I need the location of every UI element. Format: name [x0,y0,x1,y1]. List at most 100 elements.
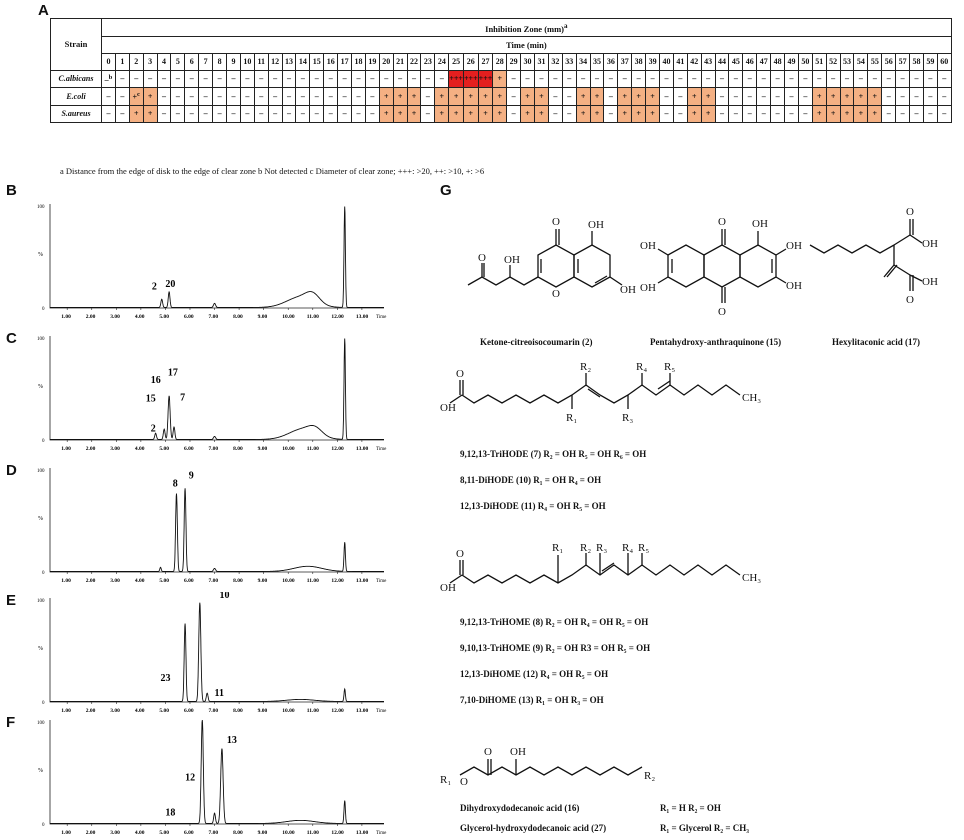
table-footnote: a Distance from the edge of disk to the … [60,166,485,176]
axis-line [49,598,384,703]
time-header-cell: 13 [281,52,297,71]
inhibition-cell: + [645,105,661,124]
peak-label: 20 [165,279,175,290]
inhibition-cell: + [867,105,883,124]
atom-o: O [906,206,914,218]
peak-label: 23 [161,673,171,684]
x-tick-label: 7.00 [209,314,219,320]
home-9: 9,10,13-TriHOME (9) R₂ = OH R3 = OH R₅ =… [460,643,650,653]
x-tick-label: 10.00 [282,708,295,714]
y-top-label: 100 [37,721,45,726]
inhibition-cell: – [589,69,605,89]
inhibition-cell: – [714,105,730,124]
inhibition-cell: – [700,69,716,89]
inhibition-cell: + [839,87,855,107]
inhibition-cell: + [492,69,508,89]
x-tick-label: 3.00 [110,314,120,320]
x-tick-label: 11.00 [307,446,319,452]
atom-r5: R₅ [664,361,675,373]
x-tick-label: 3.00 [110,830,120,836]
time-header-cell: 59 [922,52,938,71]
y-unit-label: % [38,252,43,258]
x-tick-label: 5.00 [159,314,169,320]
time-header-cell: 50 [797,52,813,71]
inhibition-cell: + [406,87,422,107]
inhibition-cell: – [909,87,924,107]
inhibition-cell: + [853,87,869,107]
x-tick-label: 8.00 [233,446,243,452]
inhibition-cell: – [547,105,563,124]
inhibition-cell: – [226,87,241,107]
atom-oh: OH [640,240,656,252]
time-header-cell: 5 [170,52,186,71]
peak-label: 8 [173,479,178,490]
x-tick-label: 11.00 [307,578,319,584]
inhibition-cell: – [784,87,799,107]
home-12: 12,13-DiHOME (12) R₄ = OH R₅ = OH [460,669,608,679]
inhibition-cell: – [909,105,924,124]
time-header-cell: 54 [853,52,869,71]
time-header-cell: 0 [101,52,116,71]
inhibition-cell: – [309,69,325,89]
inhibition-cell: – [267,69,283,89]
y-bottom-label: 0 [42,571,45,576]
inhibition-cell: – [323,69,339,89]
inhibition-cell: – [534,69,549,89]
inhibition-cell: – [337,87,353,107]
inhibition-cell: – [156,69,172,89]
inhibition-cell: – [686,69,702,89]
atom-oh: OH [786,240,802,252]
x-tick-label: 1.00 [61,314,71,320]
inhibition-cell: – [895,105,911,124]
atom-r2: R₂ [580,361,591,373]
atom-o: O [718,306,726,318]
inhibition-cell: – [603,87,619,107]
x-tick-label: 12.00 [331,446,344,452]
time-header-cell: 18 [351,52,366,71]
time-header-cell: 32 [547,52,563,71]
inhibition-cell: + [534,87,549,107]
inhibition-cell: – [295,69,311,89]
inhibition-cell: + [448,105,464,124]
inhibition-cell: – [212,87,228,107]
atom-oh: OH [922,276,938,288]
inhibition-cell: – [364,87,380,107]
time-header-cell: 15 [309,52,325,71]
x-tick-label: 7.00 [209,830,219,836]
time-header-cell: 25 [448,52,464,71]
time-header-cell: 56 [881,52,897,71]
inhibition-cell: – [603,69,619,89]
x-tick-label: 11.00 [307,830,319,836]
x-tick-label: 5.00 [159,830,169,836]
inhibition-cell: – [184,87,200,107]
inhibition-cell: – [714,87,730,107]
table-row: C.albicans–b––––––––––––––––––––––––++++… [50,69,952,89]
atom-o: O [460,776,468,788]
inhibition-cell: – [770,105,786,124]
time-header-cell: 4 [156,52,172,71]
x-tick-label: 10.00 [282,830,295,836]
inhibition-cell: – [253,69,269,89]
hode-7: 9,12,13-TriHODE (7) R₂ = OH R₅ = OH R₆ =… [460,449,646,459]
inhibition-cell: – [364,105,380,124]
time-header-cell: 38 [631,52,647,71]
home-13: 7,10-DiHOME (13) R₁ = OH R₃ = OH [460,695,604,705]
inhibition-cell: – [672,87,688,107]
inhibition-cell: + [575,87,591,107]
table-title: Inhibition Zone (mm)a [101,18,952,37]
inhibition-cell: + [867,87,883,107]
inhibition-cell: – [811,69,827,89]
inhibition-cell: – [378,69,394,89]
x-tick-label: 7.00 [209,446,219,452]
inhibition-cell: + [589,87,605,107]
inhibition-cell: – [337,105,353,124]
inhibition-cell: – [797,69,813,89]
y-unit-label: % [38,516,43,522]
time-header-cell: 47 [756,52,772,71]
time-header-cell: 23 [420,52,436,71]
atom-o: O [456,548,464,560]
panel-label-c: C [6,330,17,347]
inhibition-cell: – [114,105,130,124]
x-tick-label: 12.00 [331,708,344,714]
